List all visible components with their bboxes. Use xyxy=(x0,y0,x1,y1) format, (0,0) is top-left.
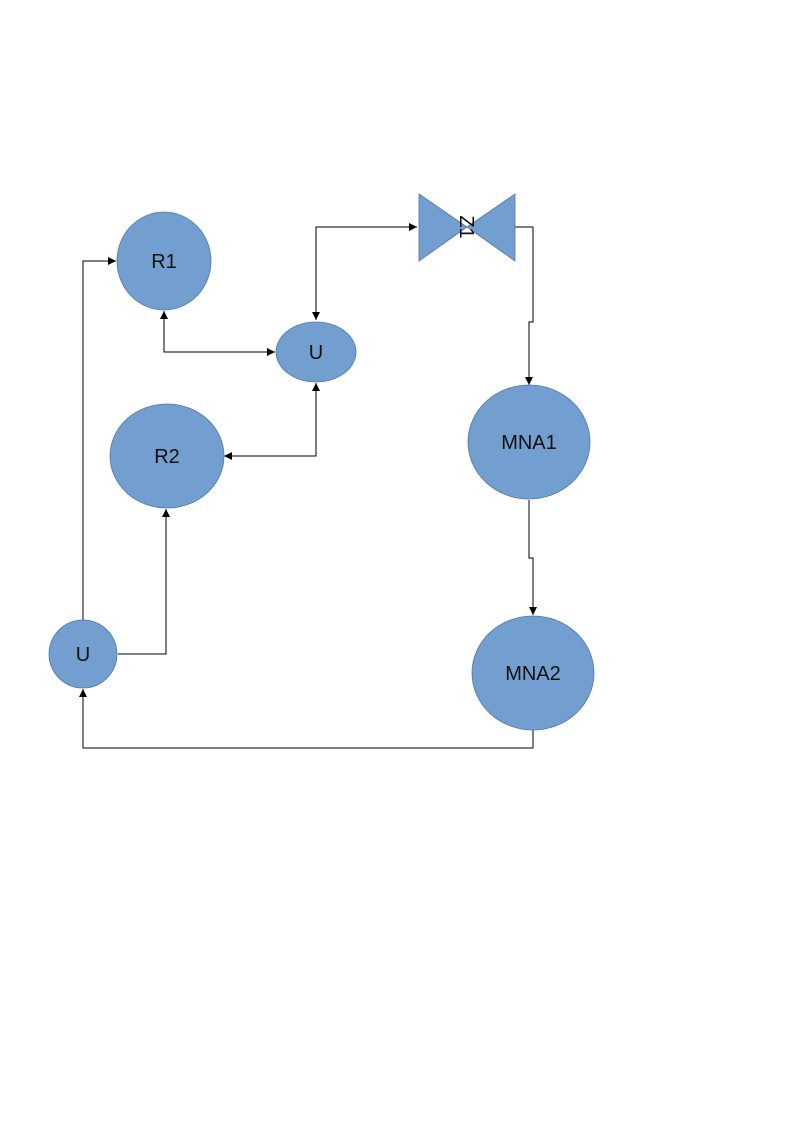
node-r1: R1 xyxy=(116,211,212,311)
node-u-top: U xyxy=(275,321,357,383)
node-r2-label: R2 xyxy=(154,446,180,468)
node-mna2-shape xyxy=(471,615,595,731)
node-mna1: MNA1 xyxy=(467,384,591,500)
node-mna2: MNA2 xyxy=(471,615,595,731)
connector-mna2-to-u-bottom xyxy=(79,689,534,749)
connector-u-bottom-to-r2 xyxy=(118,509,170,655)
connector-mna1-to-mna2 xyxy=(528,500,537,615)
connector-r2-u-top xyxy=(224,383,320,460)
node-r2-shape xyxy=(109,403,225,509)
node-mna2-label: MNA2 xyxy=(505,663,561,685)
connector-r1-u-top xyxy=(160,311,275,356)
node-mna1-shape xyxy=(467,384,591,500)
node-u-bottom: U xyxy=(48,619,118,689)
node-u-bottom-label: U xyxy=(76,644,90,666)
node-z1-valve: Z1 xyxy=(418,193,516,262)
connector-u-bottom-to-r1 xyxy=(82,257,116,621)
node-u-bottom-shape xyxy=(48,619,118,689)
node-r2: R2 xyxy=(109,403,225,509)
node-u-top-shape xyxy=(275,321,357,383)
node-z1-right-triangle xyxy=(466,193,516,262)
node-z1-label: Z1 xyxy=(455,215,477,238)
node-r1-shape xyxy=(116,211,212,311)
connector-u-top-z1 xyxy=(312,223,417,320)
node-z1-left-triangle xyxy=(418,193,468,262)
node-r1-label: R1 xyxy=(151,251,177,273)
connector-z1-to-mna1 xyxy=(515,226,534,385)
node-u-top-label: U xyxy=(309,342,323,364)
connectors xyxy=(79,223,537,749)
node-mna1-label: MNA1 xyxy=(501,432,557,454)
